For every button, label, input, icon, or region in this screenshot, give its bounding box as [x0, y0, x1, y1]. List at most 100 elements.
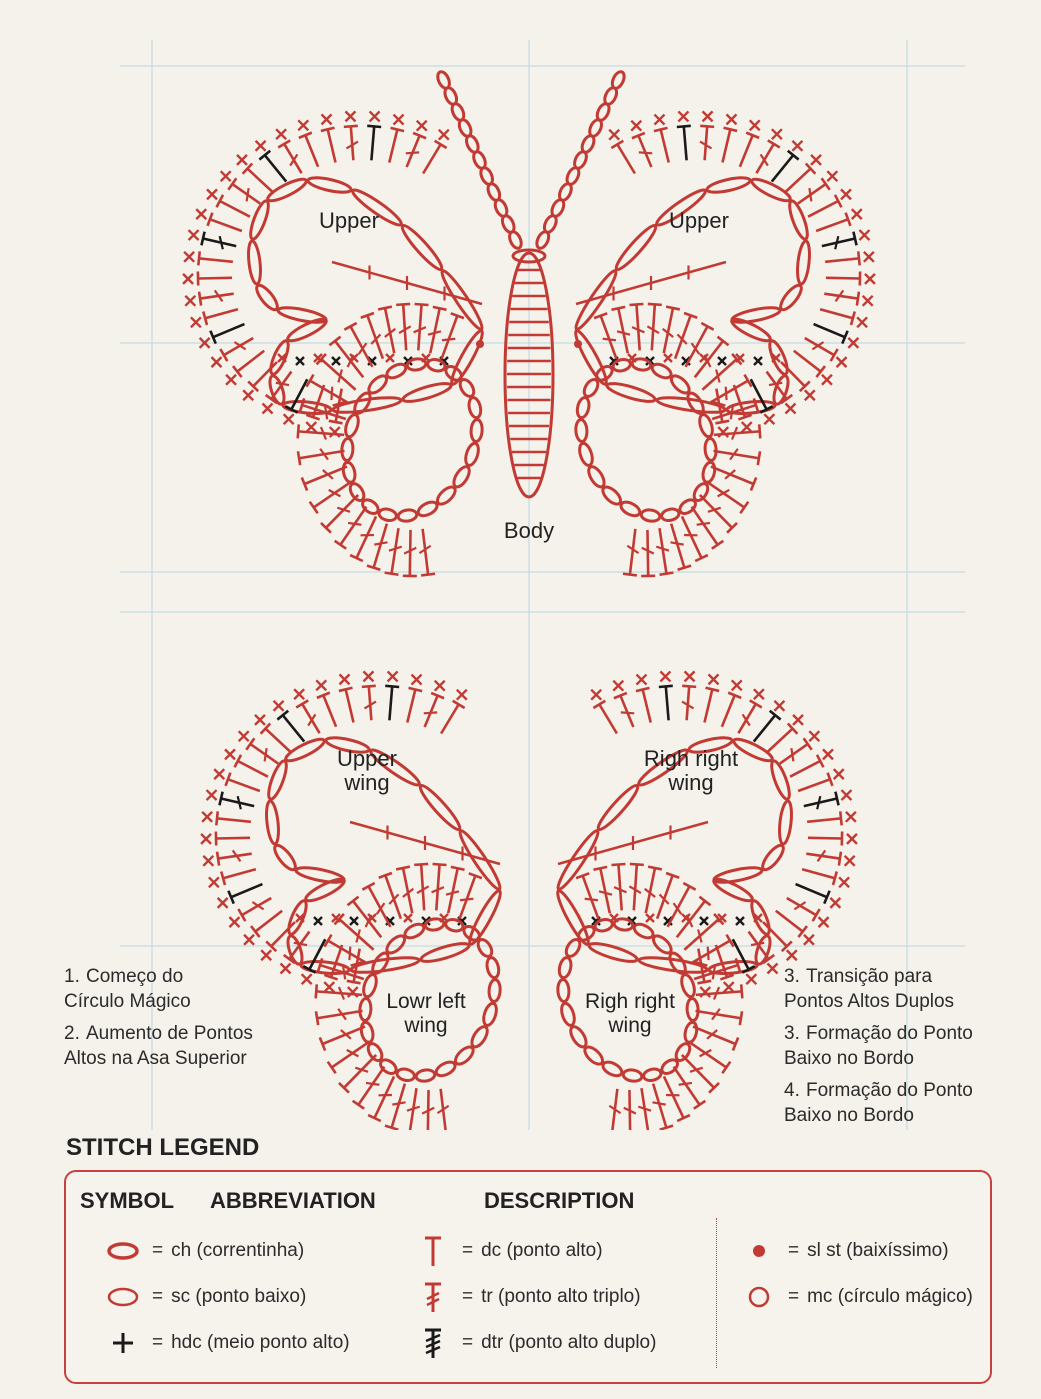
tall-stitch — [790, 345, 825, 377]
tall-stitch — [298, 424, 345, 441]
chain-stitch — [347, 481, 366, 503]
tall-stitch — [732, 700, 761, 736]
tall-stitch — [441, 867, 464, 915]
tall-stitch — [677, 126, 694, 161]
chain-stitch — [768, 759, 793, 801]
chain-stitch — [613, 918, 633, 932]
tall-stitch — [238, 892, 274, 921]
tall-stitch — [698, 126, 715, 161]
tall-stitch — [614, 693, 640, 730]
tall-stitch — [677, 1050, 719, 1093]
chain-stitch — [577, 442, 595, 467]
tall-stitch — [680, 686, 697, 721]
tall-stitch — [713, 424, 760, 441]
tall-stitch — [629, 304, 646, 351]
tall-stitch — [796, 773, 833, 798]
chain-stitch — [469, 1024, 490, 1049]
chain-stitch — [342, 461, 357, 483]
tall-stitch — [414, 864, 431, 911]
tall-stitch — [800, 862, 836, 885]
chain-stitch — [488, 979, 500, 1002]
label-bottom-upper-left-1: Upper — [337, 746, 397, 771]
tall-stitch — [806, 811, 841, 828]
slip-stitch-dot — [476, 340, 484, 348]
butterfly-stitch-chart: Upper Upper Body Upper wing Righ right w… — [0, 0, 1041, 1130]
label-bottom-lower-left-1: Lowr left — [386, 990, 466, 1013]
tall-stitch — [259, 151, 291, 186]
tall-stitch — [748, 711, 780, 746]
chain-stitch — [303, 876, 346, 905]
chain-stitch — [610, 70, 627, 90]
chain-stitch — [401, 380, 452, 405]
tall-stitch — [421, 1090, 436, 1130]
tall-stitch — [321, 490, 363, 533]
tall-stitch — [695, 490, 737, 533]
tall-stitch — [403, 530, 418, 576]
tall-stitch — [403, 1087, 424, 1130]
note-item: 1.Começo do Círculo Mágico — [64, 964, 324, 1014]
chain-stitch — [385, 362, 408, 381]
chain-stitch — [563, 937, 582, 959]
tall-stitch — [216, 811, 251, 828]
chain-stitch — [352, 391, 373, 416]
chain-stitch — [361, 973, 379, 998]
tall-stitch — [210, 318, 247, 344]
legend-item-mc: =mc (círculo mágico) — [738, 1282, 973, 1312]
chain-stitch — [778, 800, 794, 844]
chain-stitch — [660, 507, 680, 522]
tall-stitch — [416, 528, 435, 575]
legend-col-description: DESCRIPTION — [484, 1188, 634, 1214]
tall-stitch — [378, 307, 401, 355]
legend-item-ch: =ch (correntinha) — [102, 1236, 304, 1266]
chain-stitch — [587, 940, 638, 965]
tall-stitch — [226, 773, 263, 798]
chain-stitch — [623, 1069, 643, 1083]
tall-stitch — [298, 444, 346, 465]
antennae — [435, 70, 626, 250]
tall-stitch — [302, 460, 350, 490]
chain-stitch — [642, 1067, 662, 1082]
tall-stitch — [654, 128, 676, 164]
tall-stitch — [201, 232, 237, 253]
chain-stitch — [359, 998, 371, 1021]
treble-crochet-icon — [412, 1282, 454, 1312]
legend-item-dtr: =dtr (ponto alto duplo) — [412, 1328, 656, 1358]
tall-stitch — [627, 864, 644, 911]
tall-stitch — [793, 878, 830, 904]
tall-stitch — [320, 1020, 368, 1050]
tall-stitch — [639, 867, 662, 915]
chain-stitch — [731, 305, 781, 325]
tall-stitch — [362, 686, 379, 721]
tall-stitch — [653, 527, 674, 575]
tall-stitch — [622, 1090, 637, 1130]
label-bottom-upper-right-2: wing — [667, 770, 713, 795]
right-wings — [572, 111, 875, 576]
tall-stitch — [690, 1020, 738, 1050]
chain-stitch — [786, 199, 811, 241]
chain-stitch — [650, 362, 673, 381]
tall-stitch — [824, 251, 859, 268]
tall-stitch — [296, 700, 325, 736]
chain-stitch — [267, 339, 291, 376]
tall-stitch — [698, 688, 719, 724]
chain-stitch — [586, 464, 607, 489]
chain-stitch — [575, 419, 587, 442]
slip-stitch-dot — [574, 340, 582, 348]
chain-stitch — [425, 918, 445, 932]
tall-stitch — [826, 271, 860, 286]
tall-stitch — [776, 357, 810, 391]
chain-stitch — [295, 865, 345, 885]
tall-stitch — [198, 271, 232, 286]
tall-stitch — [453, 873, 482, 921]
tall-stitch — [772, 905, 807, 937]
chain-stitch — [475, 937, 494, 959]
tall-stitch — [776, 738, 812, 769]
tall-stitch — [396, 304, 413, 351]
chain-stitch — [686, 998, 698, 1021]
tall-stitch — [396, 867, 419, 915]
chain-stitch — [307, 175, 352, 195]
note-item: 3.Formação do Ponto Baixo no Bordo — [784, 1021, 1024, 1071]
chain-stitch — [397, 509, 417, 523]
tall-stitch — [434, 1088, 453, 1130]
chain-stitch — [691, 481, 710, 503]
